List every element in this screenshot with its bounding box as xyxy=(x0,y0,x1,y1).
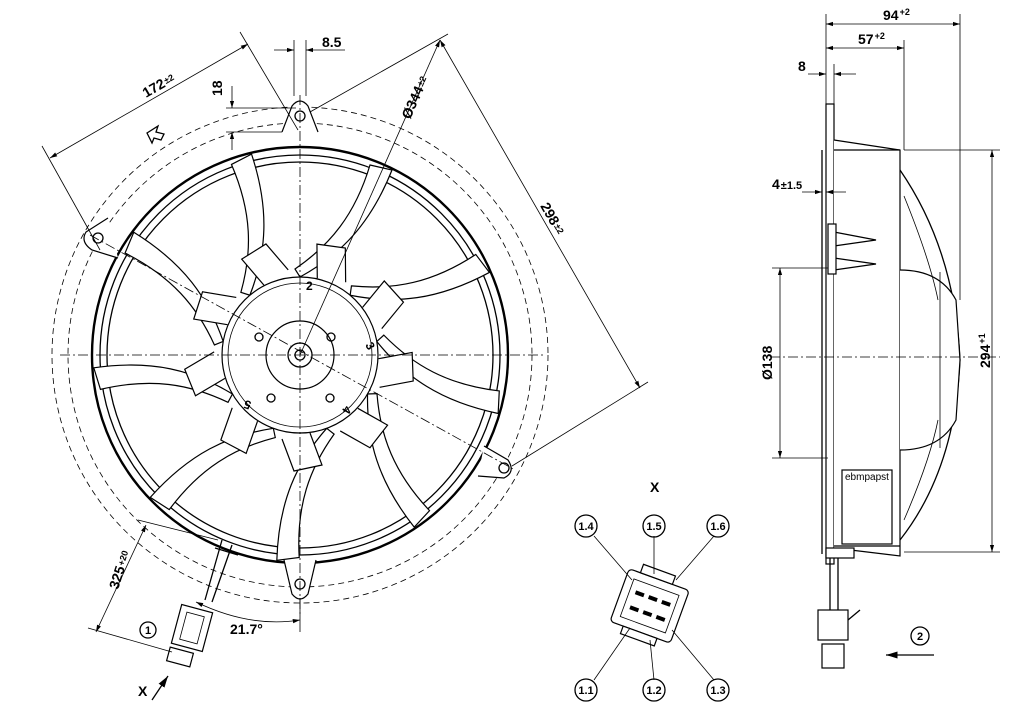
pin-callout-1-1 xyxy=(574,678,598,702)
dim-344: Ø344±2 xyxy=(398,73,431,121)
blade-root xyxy=(220,407,259,455)
centerline-diag xyxy=(89,234,516,471)
mounting-lug-left xyxy=(83,217,119,259)
svg-text:1: 1 xyxy=(145,625,151,637)
svg-text:1.3: 1.3 xyxy=(710,685,725,697)
pin-callout-1-5 xyxy=(642,514,666,538)
dim-8-5: 8.5 xyxy=(322,34,342,50)
pin-callout-1-4 xyxy=(574,514,598,538)
dim-294: 294+1 xyxy=(977,333,993,368)
dim-57: 57+2 xyxy=(858,31,885,47)
pin-callout-1-2 xyxy=(642,678,666,702)
brand-label: ebmpapst xyxy=(845,472,889,483)
blade-root xyxy=(281,432,323,472)
dim-325: 325+20 xyxy=(106,548,133,591)
side-motor-cap xyxy=(899,269,961,451)
view-x-title: X xyxy=(650,479,660,495)
pin-callout-1-3 xyxy=(706,678,730,702)
svg-text:1.6: 1.6 xyxy=(710,521,725,533)
hub-screw xyxy=(326,332,336,342)
callout-2 xyxy=(910,626,930,646)
svg-text:1.2: 1.2 xyxy=(646,685,661,697)
blade-root xyxy=(240,243,289,286)
svg-text:1.5: 1.5 xyxy=(646,521,661,533)
svg-text:1.1: 1.1 xyxy=(578,685,593,697)
blade-root xyxy=(378,351,414,388)
svg-text:1.4: 1.4 xyxy=(578,521,594,533)
side-mount-plate xyxy=(825,103,835,565)
blade-root xyxy=(183,351,226,397)
rotation-direction-arrow xyxy=(146,124,165,145)
blade-root xyxy=(339,407,389,449)
dim-8: 8 xyxy=(798,58,806,74)
blade-root xyxy=(362,280,405,329)
dim-angle: 21.7° xyxy=(230,621,263,637)
dim-138: Ø138 xyxy=(759,346,775,380)
hub-screw xyxy=(266,393,276,403)
fan-blades xyxy=(93,153,500,561)
callout-1 xyxy=(139,621,157,639)
connector-body xyxy=(610,563,689,647)
blade-root xyxy=(316,243,347,283)
fan-blade xyxy=(230,153,265,296)
cable-connector-front xyxy=(165,539,239,668)
side-view: ebmpapst xyxy=(770,103,1000,669)
connector-view-x: X 1.4 1.5 1.6 1.1 xyxy=(574,479,730,702)
blade-root xyxy=(192,291,237,326)
side-label-plate xyxy=(841,469,893,545)
hub-screw xyxy=(325,393,335,403)
pin-callout-1-6 xyxy=(706,514,730,538)
hub-screw xyxy=(254,332,264,342)
view-x-arrow-label: X xyxy=(138,683,148,699)
dim-94: 94+2 xyxy=(883,7,910,23)
fan-blade xyxy=(124,231,224,346)
svg-text:2: 2 xyxy=(917,631,923,643)
mounting-lug-right xyxy=(477,445,512,479)
front-view: 2 3 4 5 xyxy=(51,95,549,668)
connector-pins xyxy=(629,590,671,622)
dim-4: 4±1.5 xyxy=(772,176,802,192)
side-connector xyxy=(817,609,849,641)
hub-label-5: 5 xyxy=(242,397,253,413)
side-dimensions: 94+2 57+2 8 4±1.5 Ø138 294+1 2 xyxy=(759,7,1000,659)
hub-label-2: 2 xyxy=(306,279,313,293)
dim-18: 18 xyxy=(209,80,225,96)
